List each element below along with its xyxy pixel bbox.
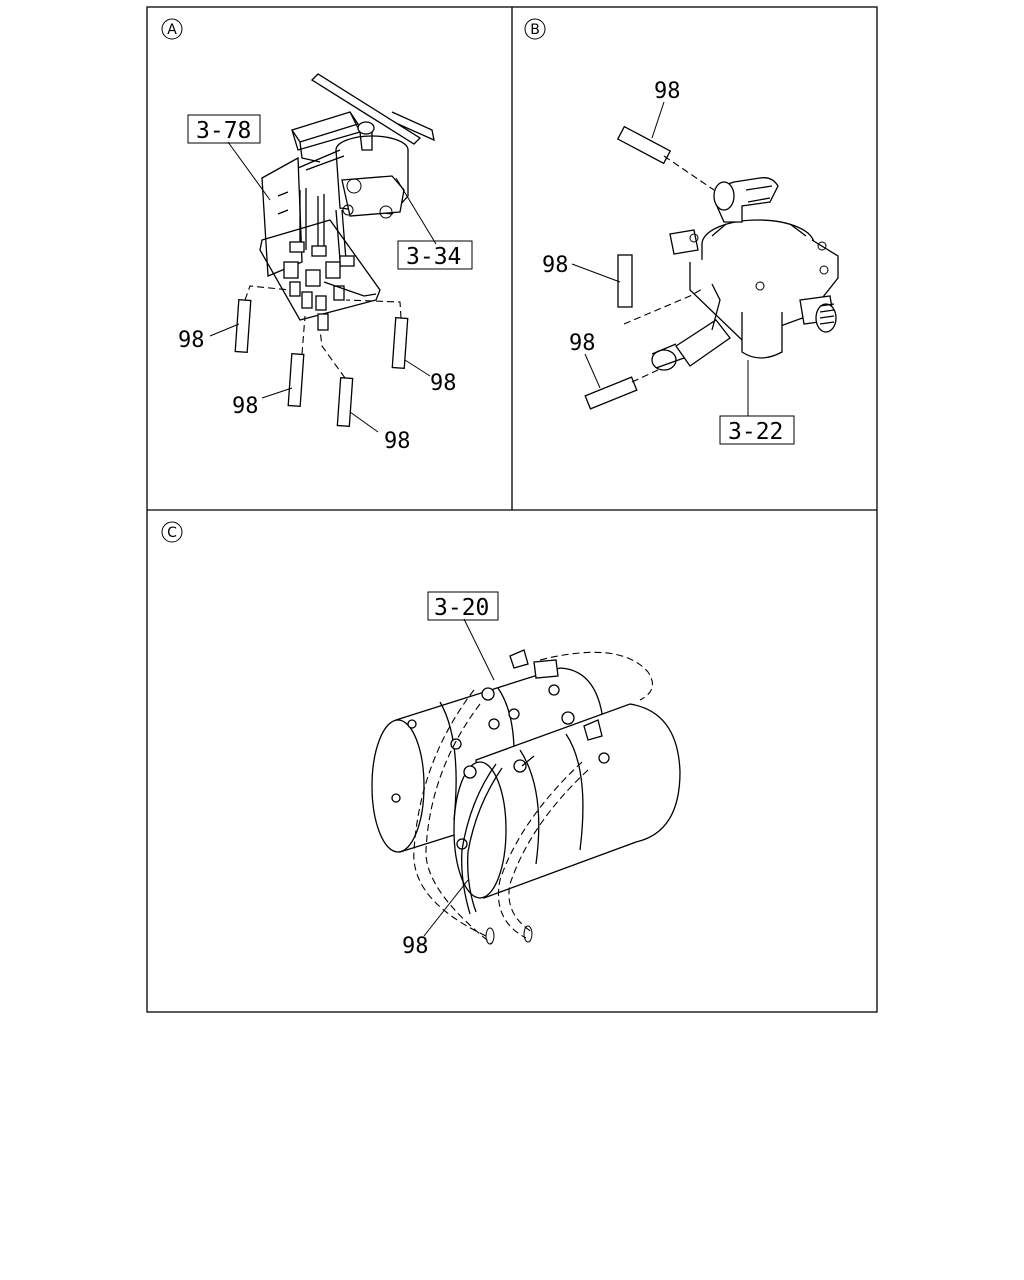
part-number-a4: 98	[430, 371, 457, 396]
part-number-a2: 98	[232, 394, 259, 419]
panel-c-marker: C	[161, 521, 183, 543]
panel-b-marker-letter: B	[530, 22, 540, 38]
callout-3-78: 3-78	[187, 114, 261, 144]
panel-c: C	[161, 521, 681, 959]
callout-3-20: 3-20	[427, 591, 499, 621]
hose-pieces-b	[584, 125, 715, 410]
leaders-a	[209, 141, 437, 433]
callout-3-34-text: 3-34	[406, 244, 461, 270]
part-number-b1: 98	[654, 79, 681, 104]
diagram-frame	[146, 6, 878, 1013]
panel-b: B	[524, 18, 839, 445]
panel-a-marker: A	[161, 18, 183, 40]
callout-3-20-text: 3-20	[434, 595, 489, 621]
callout-3-22: 3-22	[719, 415, 795, 445]
callout-3-78-text: 3-78	[196, 118, 251, 144]
panel-c-marker-letter: C	[167, 525, 177, 541]
part-number-b2: 98	[542, 253, 569, 278]
leaders-b	[571, 101, 749, 416]
brake-valve-assembly-drawing	[259, 73, 435, 331]
part-number-c1: 98	[402, 934, 429, 959]
part-number-a1: 98	[178, 328, 205, 353]
hose-pieces-a	[234, 285, 409, 428]
relay-valve-drawing	[651, 177, 839, 371]
panel-b-marker: B	[524, 18, 546, 40]
panel-a-marker-letter: A	[167, 22, 177, 38]
part-number-a3: 98	[384, 429, 411, 454]
leaders-c	[423, 618, 495, 937]
panel-a: A	[161, 18, 473, 454]
callout-3-22-text: 3-22	[728, 419, 783, 445]
air-tanks-drawing	[371, 649, 681, 945]
part-number-b3: 98	[569, 331, 596, 356]
callout-3-34: 3-34	[397, 240, 473, 270]
